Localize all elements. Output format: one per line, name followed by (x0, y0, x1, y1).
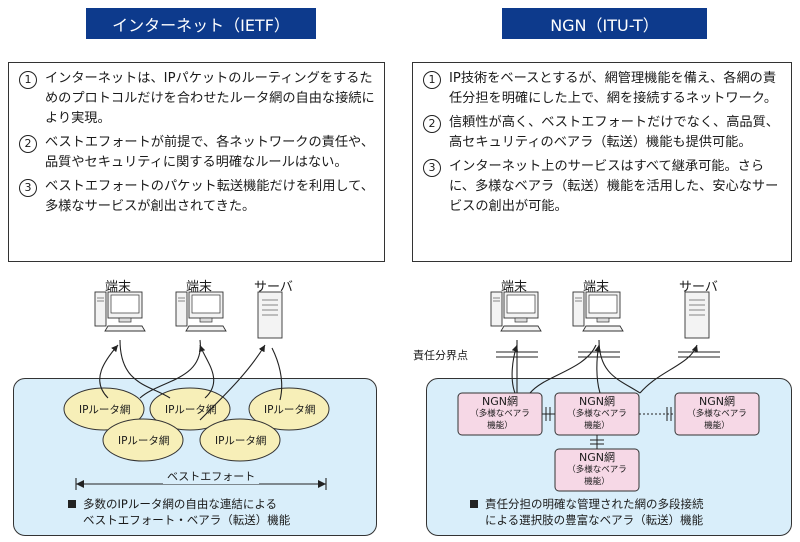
ngn-box-1-label: NGN網 （多様なベアラ 機能） (470, 395, 530, 432)
router-label: IPルータ網 (118, 435, 170, 447)
item-text: 信頼性が高く、ベストエフォートだけでなく、高品質、高セキュリティのベアラ（転送）… (449, 115, 779, 150)
left-terminal-1-icon (94, 291, 146, 332)
internet-description-box: 1 インターネットは、IPパケットのルーティングをするためのプロトコルだけを合わ… (8, 62, 385, 262)
bullet-icon (470, 500, 478, 508)
router-cloud (63, 387, 330, 462)
left-terminal-2-icon (175, 291, 227, 332)
item-text: インターネットは、IPパケットのルーティングをするためのプロトコルだけを合わせた… (45, 71, 375, 126)
item-text: ベストエフォートのパケット転送機能だけを利用して、多様なサービスが創出されてきた… (45, 179, 374, 214)
ngn-box-2-label: NGN網 （多様なベアラ 機能） (567, 395, 627, 432)
item-number: 2 (19, 135, 37, 153)
left-server-icon (257, 291, 283, 339)
ngn-box-4-label: NGN網 （多様なベアラ 機能） (567, 451, 627, 488)
caption-line-1: 責任分担の明確な管理された網の多段接続 (485, 497, 704, 511)
connection-arrow (271, 347, 283, 401)
connection-arrow (119, 339, 171, 399)
right-terminal-2-icon (572, 291, 624, 332)
internet-item-1: 1 インターネットは、IPパケットのルーティングをするためのプロトコルだけを合わ… (19, 69, 376, 129)
connection-arrow (198, 344, 215, 399)
internet-item-3: 3 ベストエフォートのパケット転送機能だけを利用して、多様なサービスが創出されて… (19, 177, 376, 217)
ngn-item-1: 1 IP技術をベースとするが、網管理機能を備え、各網の責任分担を明確にした上で、… (423, 69, 783, 109)
responsibility-boundary-marks (496, 351, 720, 358)
right-server-icon (684, 291, 710, 339)
router-label: IPルータ網 (264, 404, 316, 416)
item-number: 1 (19, 71, 37, 89)
right-terminal-1-label: 端末 (501, 280, 528, 295)
caption-line-1: 多数のIPルータ網の自由な連結による (83, 497, 277, 511)
ngn-title: NGN（ITU-T） (502, 8, 707, 39)
router-label: IPルータ網 (215, 435, 267, 447)
right-terminal-2-label: 端末 (583, 280, 610, 295)
ngn-box-3-label: NGN網 （多様なベアラ 機能） (687, 395, 747, 432)
ngn-item-3: 3 インターネット上のサービスはすべて継承可能。さらに、多様なベアラ（転送）機能… (423, 157, 783, 217)
right-server-label: サーバ (679, 280, 718, 295)
item-number: 3 (19, 179, 37, 197)
item-number: 1 (423, 71, 441, 89)
internet-title: インターネット（IETF） (86, 8, 316, 39)
left-terminal-1-label: 端末 (105, 280, 132, 295)
bullet-icon (68, 500, 76, 508)
router-label: IPルータ網 (165, 404, 217, 416)
connection-arrow (199, 344, 266, 421)
item-text: ベストエフォートが前提で、各ネットワークの責任や、品質やセキュリティに関する明確… (45, 135, 375, 170)
internet-caption: 多数のIPルータ網の自由な連結による ベストエフォート・ベアラ（転送）機能 (68, 496, 290, 528)
item-text: インターネット上のサービスはすべて継承可能。さらに、多様なベアラ（転送）機能を活… (449, 159, 779, 214)
caption-line-2: による選択肢の豊富なベアラ（転送）機能 (485, 513, 704, 527)
left-terminal-2-label: 端末 (186, 280, 213, 295)
item-number: 2 (423, 115, 441, 133)
item-text: IP技術をベースとするが、網管理機能を備え、各網の責任分担を明確にした上で、網を… (449, 71, 778, 106)
best-effort-label: ベストエフォート (163, 468, 260, 484)
ngn-item-2: 2 信頼性が高く、ベストエフォートだけでなく、高品質、高セキュリティのベアラ（転… (423, 113, 783, 153)
ngn-box-3 (674, 392, 760, 436)
connection-arrow (99, 344, 119, 399)
caption-line-2: ベストエフォート・ベアラ（転送）機能 (83, 513, 291, 527)
responsibility-boundary-label: 責任分界点 (413, 349, 468, 362)
left-server-label: サーバ (254, 280, 293, 295)
internet-item-2: 2 ベストエフォートが前提で、各ネットワークの責任や、品質やセキュリティに関する… (19, 133, 376, 173)
item-number: 3 (423, 159, 441, 177)
router-label: IPルータ網 (79, 404, 131, 416)
ngn-description-box: 1 IP技術をベースとするが、網管理機能を備え、各網の責任分担を明確にした上で、… (412, 62, 792, 262)
right-terminal-1-icon (490, 291, 542, 332)
ngn-caption: 責任分担の明確な管理された網の多段接続 による選択肢の豊富なベアラ（転送）機能 (470, 496, 704, 528)
